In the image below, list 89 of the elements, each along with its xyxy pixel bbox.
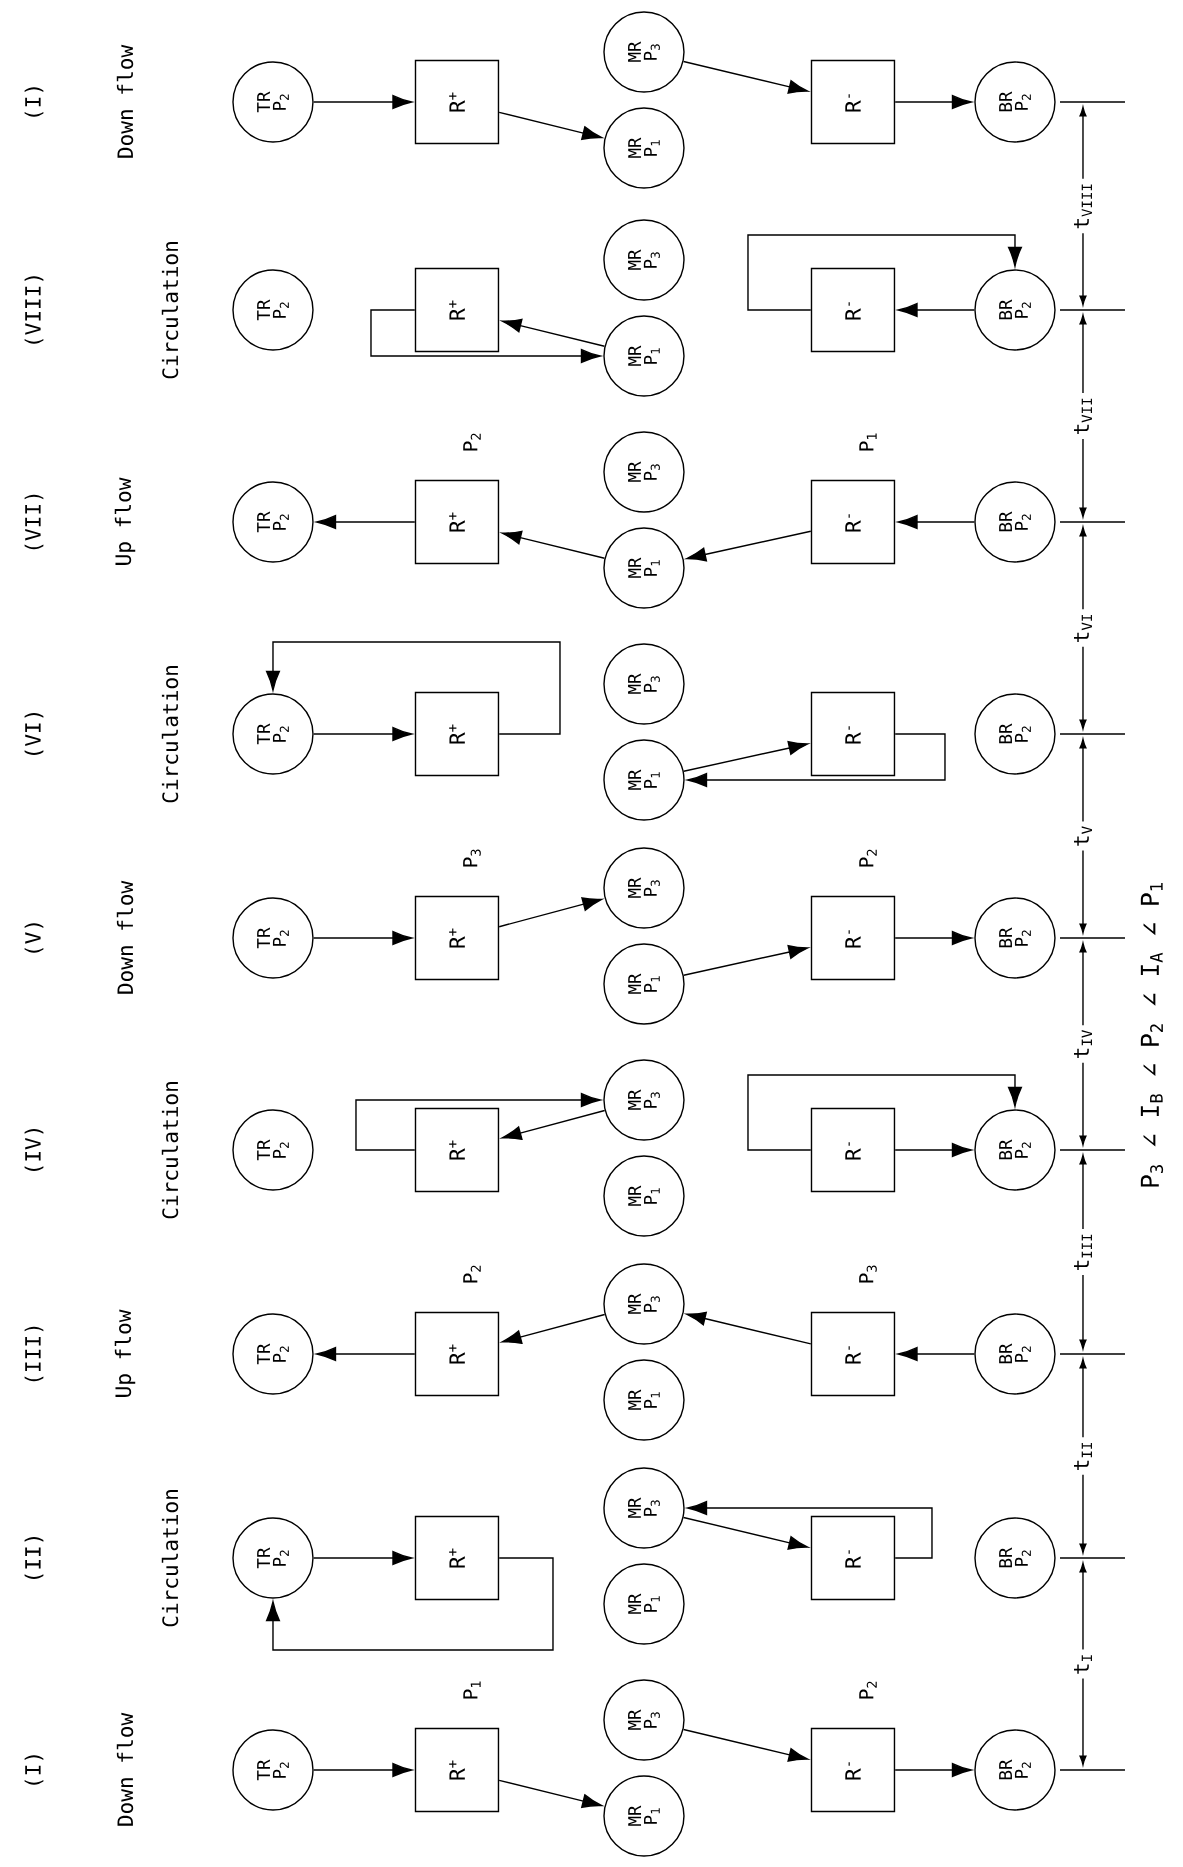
reactor-box: R$^{-}$ (810, 59, 896, 145)
arrow (894, 1762, 972, 1778)
arrow (683, 945, 809, 976)
stage-label: (VI) (24, 713, 44, 755)
arrow (897, 1346, 975, 1362)
arrow (897, 514, 975, 530)
arrow (501, 1109, 606, 1140)
reactor-box: R$^{+}$ (414, 895, 500, 981)
flow-label: Down flow (116, 880, 134, 994)
arrow (312, 726, 413, 742)
arrow (897, 302, 975, 318)
arrow (686, 1311, 812, 1345)
reactor-box: R$^{+}$ (414, 1311, 500, 1397)
arrow (498, 1779, 603, 1808)
reactor-box: R$^{+}$ (414, 59, 500, 145)
stage-label: (V) (24, 923, 44, 953)
time-label: t$_{III}$ (1070, 1229, 1096, 1275)
flow-label: Circulation (161, 1082, 179, 1219)
arrow (747, 1074, 1023, 1151)
side-label: P$_{3}$ (859, 1265, 877, 1283)
side-label: P$_{2}$ (463, 433, 481, 451)
side-label: P$_{2}$ (859, 1681, 877, 1699)
arrow (312, 1550, 413, 1566)
inequality-label: P$_{3}$ ∠ I$_{B}$ ∠ P$_{2}$ ∠ I$_{A}$ ∠ P$_{1}$ (1140, 883, 1164, 1187)
arrow (687, 733, 946, 788)
arrow (687, 1500, 933, 1559)
arrow (501, 318, 606, 347)
stage-label: (VII) (24, 494, 44, 550)
arrow (683, 741, 809, 772)
arrow (265, 641, 561, 735)
reactor-box: R$^{-}$ (810, 895, 896, 981)
flow-label: Down flow (116, 44, 134, 158)
time-label: t$_{II}$ (1070, 1437, 1096, 1475)
reactor-box: R$^{-}$ (810, 267, 896, 353)
arrow (312, 1762, 413, 1778)
reactor-box: R$^{+}$ (414, 1727, 500, 1813)
arrow (682, 60, 809, 94)
time-label: t$_{V}$ (1070, 821, 1096, 851)
flow-label: Down flow (116, 1712, 134, 1826)
arrow (894, 930, 972, 946)
arrow (316, 514, 416, 530)
stage-label: (IV) (24, 1129, 44, 1171)
time-label: t$_{IV}$ (1070, 1025, 1096, 1063)
arrow (686, 530, 812, 562)
flow-label: Circulation (161, 242, 179, 379)
flow-label: Up flow (114, 1309, 136, 1397)
side-label: P$_{1}$ (859, 433, 877, 451)
reactor-box: R$^{-}$ (810, 1515, 896, 1601)
stage-label: (I) (24, 1755, 44, 1785)
time-label: t$_{VI}$ (1070, 609, 1096, 647)
side-label: P$_{2}$ (463, 1265, 481, 1283)
side-label: P$_{1}$ (463, 1681, 481, 1699)
reactor-box: R$^{-}$ (810, 1727, 896, 1813)
time-label: t$_{VIII}$ (1070, 178, 1096, 234)
stage-label: (III) (24, 1326, 44, 1382)
reactor-box: R$^{+}$ (414, 267, 500, 353)
time-label: t$_{VII}$ (1070, 393, 1096, 439)
arrow (682, 1728, 809, 1762)
time-label: t$_{I}$ (1070, 1649, 1096, 1679)
flow-label: Circulation (161, 666, 179, 803)
arrow (682, 1516, 809, 1550)
reactor-box: R$^{+}$ (414, 1107, 500, 1193)
flow-label: Up flow (114, 477, 136, 565)
reactor-box: R$^{-}$ (810, 1107, 896, 1193)
arrow (501, 1313, 606, 1344)
reactor-box: R$^{+}$ (414, 1515, 500, 1601)
stage-label: (VIII) (24, 276, 44, 344)
arrow (265, 1557, 554, 1651)
arrow (894, 1142, 972, 1158)
stage-label: (I) (24, 87, 44, 117)
arrow (894, 94, 972, 110)
arrow (316, 1346, 416, 1362)
stage-label: (II) (24, 1537, 44, 1579)
reactor-box: R$^{-}$ (810, 1311, 896, 1397)
flow-label: Circulation (161, 1490, 179, 1627)
arrow (501, 530, 606, 559)
arrow (355, 1092, 601, 1151)
arrow (498, 897, 603, 928)
arrow (747, 234, 1023, 311)
reactor-box: R$^{+}$ (414, 691, 500, 777)
side-label: P$_{2}$ (859, 849, 877, 867)
arrow (370, 309, 601, 364)
reactor-box: R$^{+}$ (414, 479, 500, 565)
arrow (312, 94, 413, 110)
side-label: P$_{3}$ (463, 849, 481, 867)
reactor-box: R$^{-}$ (810, 691, 896, 777)
reactor-box: R$^{-}$ (810, 479, 896, 565)
arrow (312, 930, 413, 946)
arrow (498, 111, 603, 140)
